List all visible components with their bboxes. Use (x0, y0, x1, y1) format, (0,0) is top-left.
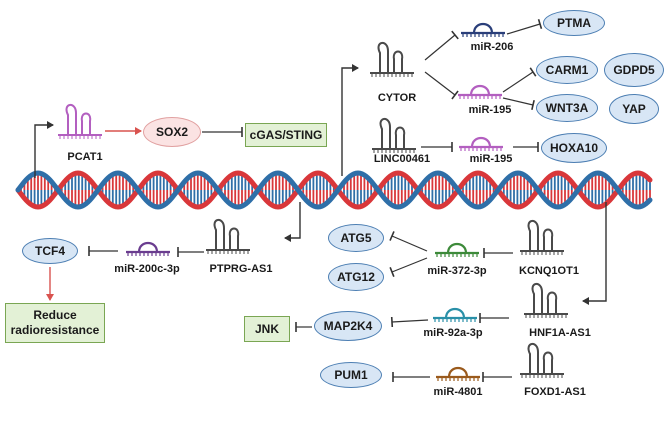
edge-mir372-inhibits-atg5 (389, 231, 428, 252)
edge-linc00461-inhibits-mir195 (421, 142, 453, 152)
yap-node: YAP (609, 94, 659, 124)
edge-mir372-inhibits-atg12 (389, 257, 428, 277)
lncrna-glyph-linc00461 (372, 118, 416, 153)
dna-strand-red (15, 170, 653, 210)
edge-hnf1a-inhibits-mir92a (479, 313, 509, 323)
map2k4-node: MAP2K4 (314, 311, 382, 341)
hnf1a-as1-label: HNF1A-AS1 (529, 327, 591, 339)
wnt3a-node: WNT3A (536, 94, 598, 122)
edge-mir195-inhibits-hoxa10 (513, 142, 539, 152)
edge-mir195-inhibits-wnt3a (502, 97, 535, 111)
edge-mir195-inhibits-carm1 (502, 67, 537, 93)
jnk-node: JNK (244, 316, 290, 342)
lncrna-glyph-foxd1-as1 (520, 343, 564, 378)
edge-dna-to-pcat1 (34, 121, 54, 178)
ptma-node: PTMA (543, 10, 605, 36)
cgas-sting-node: cGAS/STING (245, 123, 327, 147)
kcnq1ot1-label: KCNQ1OT1 (519, 265, 579, 277)
reduce-line-2: radioresistance (10, 323, 100, 337)
rna-glyphs (58, 22, 568, 381)
mir195-b-label: miR-195 (469, 153, 513, 165)
edge-dna-to-cytor (341, 64, 359, 176)
edge-mir206-inhibits-ptma (506, 18, 543, 35)
mir4801-label: miR-4801 (433, 386, 483, 398)
mirna-glyph-195-a (458, 84, 502, 99)
regulation-edges (34, 18, 607, 382)
mir206-label: miR-206 (470, 41, 514, 53)
pum1-node: PUM1 (320, 362, 382, 388)
mirna-glyph-200c (126, 241, 170, 256)
tcf4-node: TCF4 (22, 238, 78, 264)
reduce-line-1: Reduce (33, 308, 77, 322)
mirna-glyph-92a (433, 307, 477, 322)
edge-mir4801-inhibits-pum1 (392, 372, 430, 382)
dna-strand-blue (15, 170, 653, 210)
lncrna-glyph-ptprg-as1 (206, 219, 250, 254)
cytor-label: CYTOR (377, 92, 417, 104)
lncrna-glyph-kcnq1ot1 (520, 220, 564, 255)
atg12-node: ATG12 (328, 263, 384, 291)
hoxa10-node: HOXA10 (541, 133, 607, 163)
pcat1-label: PCAT1 (67, 151, 103, 163)
mir195-a-label: miR-195 (468, 104, 512, 116)
carm1-node: CARM1 (536, 56, 598, 84)
linc00461-label: LINC00461 (373, 153, 431, 165)
edge-dna-to-ptprg (284, 202, 301, 242)
dna-double-helix (15, 170, 653, 210)
lncrna-glyph-hnf1a-as1 (524, 283, 568, 318)
sox2-node: SOX2 (143, 117, 201, 147)
edge-map2k4-inhibits-jnk (295, 322, 312, 332)
mir92a-label: miR-92a-3p (423, 327, 483, 339)
edge-dna-to-hnf1a (582, 202, 607, 305)
mir372-label: miR-372-3p (427, 265, 487, 277)
edge-foxd1-inhibits-mir4801 (482, 372, 512, 382)
edge-mir92a-inhibits-map2k4 (390, 316, 429, 328)
edge-cytor-inhibits-mir195 (424, 71, 459, 100)
edge-mir200c-inhibits-tcf4 (88, 246, 118, 256)
lncrna-glyph-cytor (370, 42, 414, 77)
edge-kcnq1ot1-inhibits-mir372 (483, 248, 513, 258)
lncrna-glyph-pcat1 (58, 104, 102, 139)
atg5-node: ATG5 (328, 224, 384, 252)
reduce-radioresistance-box: Reduce radioresistance (5, 303, 105, 343)
edge-sox2-inhibits-cgas (202, 127, 243, 137)
ptprg-as1-label: PTPRG-AS1 (209, 263, 273, 275)
edge-cytor-inhibits-mir206 (424, 30, 459, 61)
mirna-glyph-4801 (436, 366, 480, 381)
gdpd5-node: GDPD5 (604, 53, 664, 87)
mirna-glyph-372 (435, 242, 479, 257)
mirna-glyph-195-b (459, 136, 503, 151)
mirna-glyph-206 (461, 22, 505, 37)
mir200c-label: miR-200c-3p (114, 263, 180, 275)
edge-ptprg-inhibits-mir200c (177, 247, 204, 257)
foxd1-as1-label: FOXD1-AS1 (524, 386, 586, 398)
